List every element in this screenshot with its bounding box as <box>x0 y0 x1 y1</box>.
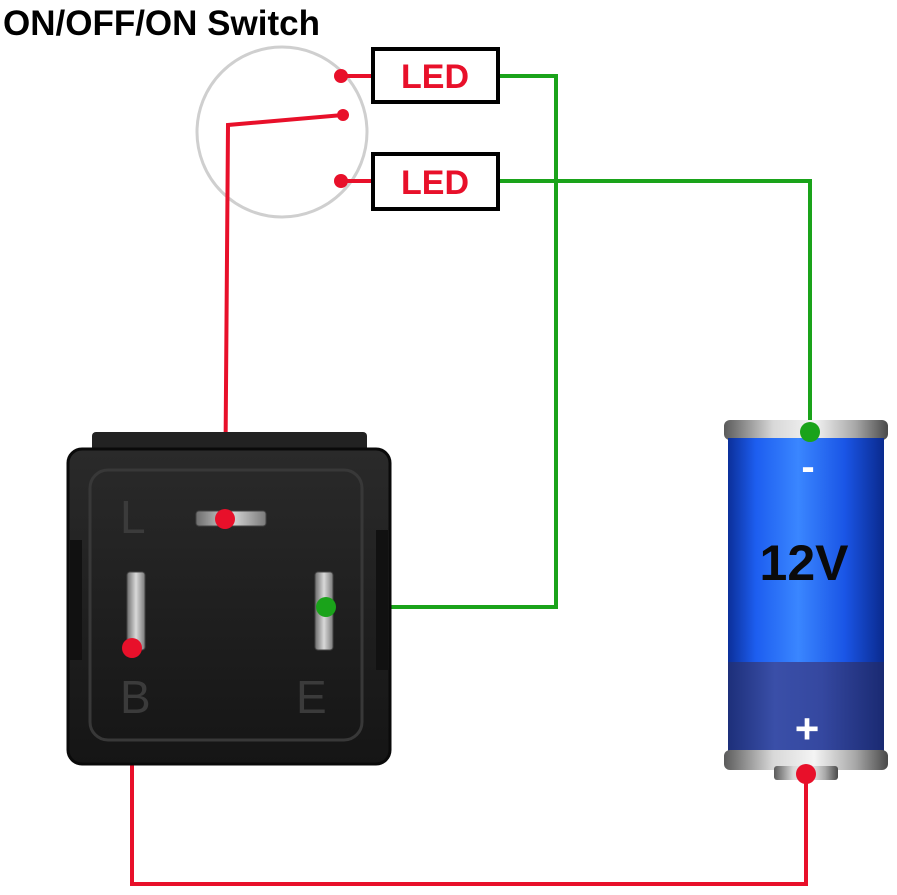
switch-contact-bottom <box>334 174 348 188</box>
diagram-title: ON/OFF/ON Switch <box>3 4 320 43</box>
pin-b-dot <box>122 638 142 658</box>
battery-body-upper <box>728 438 884 664</box>
battery-positive-dot <box>796 764 816 784</box>
switch-contact-middle <box>337 109 349 121</box>
led-bottom-label: LED <box>401 164 469 202</box>
battery-negative-sign: - <box>801 445 814 489</box>
relay-face <box>88 468 364 742</box>
relay-side-notch-right <box>376 530 388 670</box>
pin-e-dot <box>316 597 336 617</box>
flasher-relay: L B E <box>66 432 392 766</box>
b-to-battery-wire <box>130 648 808 886</box>
led-top-label: LED <box>401 58 469 96</box>
pin-b-label: B <box>120 671 151 723</box>
pin-l-dot <box>215 509 235 529</box>
switch-contact-top <box>334 69 348 83</box>
battery-body-lower <box>728 662 884 754</box>
pin-e-label: E <box>296 671 327 723</box>
battery: - 12V + <box>724 420 888 780</box>
led-top-box <box>371 47 500 104</box>
battery-voltage-label: 12V <box>760 535 850 591</box>
relay-body <box>66 447 392 766</box>
ground-wire-top-led <box>327 74 558 609</box>
ground-wires <box>327 74 812 609</box>
relay-side-notch-left <box>70 540 82 660</box>
battery-positive-sign: + <box>795 705 820 752</box>
switch-circle <box>195 45 369 219</box>
led-bottom: LED <box>371 152 500 211</box>
led-top: LED <box>371 47 500 104</box>
battery-negative-dot <box>800 422 820 442</box>
pin-l-label: L <box>120 491 146 543</box>
led-bottom-box <box>371 152 500 211</box>
switch-to-l-wire <box>223 113 344 520</box>
ground-wire-bottom-led <box>498 179 812 432</box>
battery-bottom-cap <box>724 750 888 770</box>
